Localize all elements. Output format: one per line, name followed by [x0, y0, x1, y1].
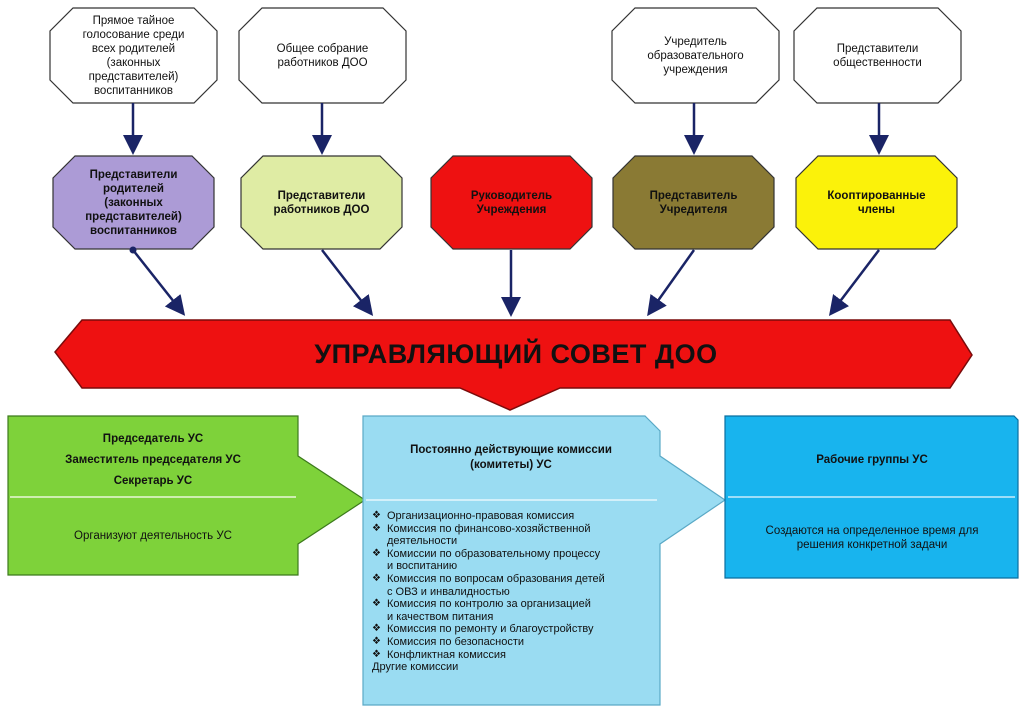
rep-label-parents-subtitle: (законных представителей) воспитанников — [85, 196, 182, 237]
center-box-title: Постоянно действующие комиссии (комитеты… — [410, 444, 612, 471]
commission-item-label: Организационно-правовая комиссия — [387, 510, 575, 522]
arrow-rep-workers — [321, 249, 374, 316]
source-octagon-workers — [238, 7, 407, 104]
role-chair: Председатель УС — [102, 432, 204, 445]
source-label-founder: Учредитель образовательного учреждения — [647, 35, 744, 76]
commission-item: ❖ Комиссии по образовательному процессу и… — [372, 548, 652, 573]
commission-item-label: Комиссия по контролю за организацией и к… — [387, 598, 591, 623]
rep-octagon-parents — [52, 155, 215, 250]
source-label-parents: Прямое тайное голосование среди всех род… — [82, 14, 185, 97]
left-box-roles: Председатель УС Заместитель председателя… — [10, 425, 296, 495]
council-title: УПРАВЛЯЮЩИЙ СОВЕТ ДОО — [314, 338, 718, 369]
commission-item: ❖ Конфликтная комиссия — [372, 649, 652, 662]
commission-item-label: Комиссия по финансово-хозяйственной деят… — [387, 522, 591, 548]
source-label-public: Представители общественности — [833, 42, 922, 69]
rep-octagon-coopted — [795, 155, 958, 250]
right-box-text: Создаются на определенное время для реше… — [765, 524, 979, 551]
commission-item-label: Комиссия по ремонту и благоустройству — [387, 623, 594, 636]
arrow-rep-coopted — [828, 249, 880, 316]
rep-label-head: Руководитель Учреждения — [470, 189, 553, 216]
role-secretary: Секретарь УС — [113, 474, 193, 487]
diamond-bullet-icon: ❖ — [372, 547, 381, 559]
rep-label-coopted: Кооптированные члены — [827, 189, 926, 216]
commission-item: ❖ Организационно-правовая комиссия — [372, 510, 652, 523]
commission-item-label: Конфликтная комиссия — [387, 648, 507, 661]
commission-item-label: Комиссия по безопасности — [387, 635, 525, 648]
commission-other: Другие комиссии — [372, 661, 459, 674]
diamond-bullet-icon: ❖ — [372, 598, 381, 610]
council-banner-shape — [54, 319, 973, 411]
source-octagon-founder — [611, 7, 780, 104]
arrow-rep-founder — [647, 249, 696, 317]
rep-octagon-head — [430, 155, 593, 250]
commission-item-label: Комиссия по вопросам образования детей с… — [387, 572, 605, 598]
rep-octagon-founder — [612, 155, 775, 250]
commission-item: ❖ Комиссия по ремонту и благоустройству — [372, 623, 652, 636]
rep-label-workers: Представители работников ДОО — [273, 189, 370, 216]
left-box-shape — [7, 415, 367, 576]
left-box-text: Организуют деятельность УС — [74, 530, 232, 542]
rep-label-founder: Представитель Учредителя — [649, 189, 738, 216]
commission-item: ❖ Комиссия по финансово-хозяйственной дея… — [372, 523, 652, 548]
commission-items: ❖ Организационно-правовая комиссия ❖ Комисс… — [372, 510, 652, 661]
commission-item: ❖ Комиссия по безопасности — [372, 636, 652, 649]
rep-label-parents-title: Представители родителей — [89, 168, 178, 195]
commission-list: ❖ Организационно-правовая комиссия ❖ Комисс… — [372, 510, 652, 674]
commission-item-label: Комиссии по образовательному процессу и … — [387, 547, 601, 573]
diamond-bullet-icon: ❖ — [372, 522, 381, 534]
diamond-bullet-icon: ❖ — [372, 635, 381, 647]
source-label-workers: Общее собрание работников ДОО — [276, 42, 369, 69]
commission-item: ❖ Комиссия по контролю за организацией и … — [372, 598, 652, 623]
rep-octagon-workers — [240, 155, 403, 250]
arrow-rep-parents — [132, 249, 186, 316]
diamond-bullet-icon: ❖ — [372, 648, 381, 660]
source-octagon-public — [793, 7, 962, 104]
role-deputy-chair: Заместитель председателя УС — [65, 453, 241, 466]
diamond-bullet-icon: ❖ — [372, 510, 381, 521]
source-octagon-parents — [49, 7, 218, 104]
diamond-bullet-icon: ❖ — [372, 572, 381, 584]
commission-item: ❖ Комиссия по вопросам образования детей … — [372, 573, 652, 598]
diamond-bullet-icon: ❖ — [372, 623, 381, 635]
rep-label-parents: Представители родителей (законных предст… — [55, 158, 212, 247]
right-box-title: Рабочие группы УС — [816, 453, 928, 466]
